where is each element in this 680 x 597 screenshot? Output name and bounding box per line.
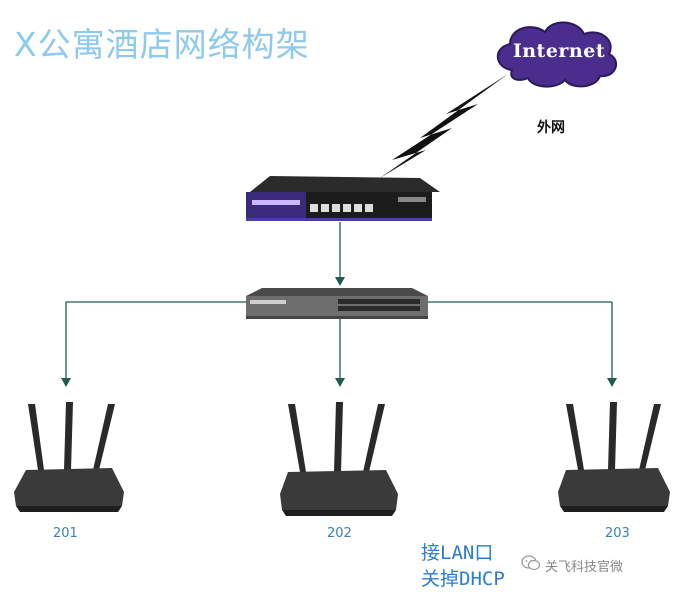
gateway-router-icon	[246, 176, 440, 221]
room-label-201: 201	[53, 526, 78, 541]
note-line-2: 关掉DHCP	[421, 568, 505, 590]
switch-icon	[246, 288, 428, 319]
wan-label: 外网	[537, 120, 565, 136]
wifi-router-icon	[558, 402, 670, 512]
room-label-203: 203	[605, 526, 630, 541]
diagram-title: X公寓酒店网络构架	[14, 25, 310, 64]
wifi-router-icon	[280, 402, 398, 516]
watermark-text: 关飞科技官微	[545, 560, 624, 575]
cloud-icon	[496, 21, 618, 88]
lightning-icon	[380, 74, 508, 178]
note-line-1: 接LAN口	[421, 542, 494, 564]
room-label-202: 202	[327, 526, 352, 541]
internet-label: Internet	[512, 40, 606, 62]
wechat-icon	[521, 555, 541, 571]
wifi-router-icon	[14, 402, 124, 512]
